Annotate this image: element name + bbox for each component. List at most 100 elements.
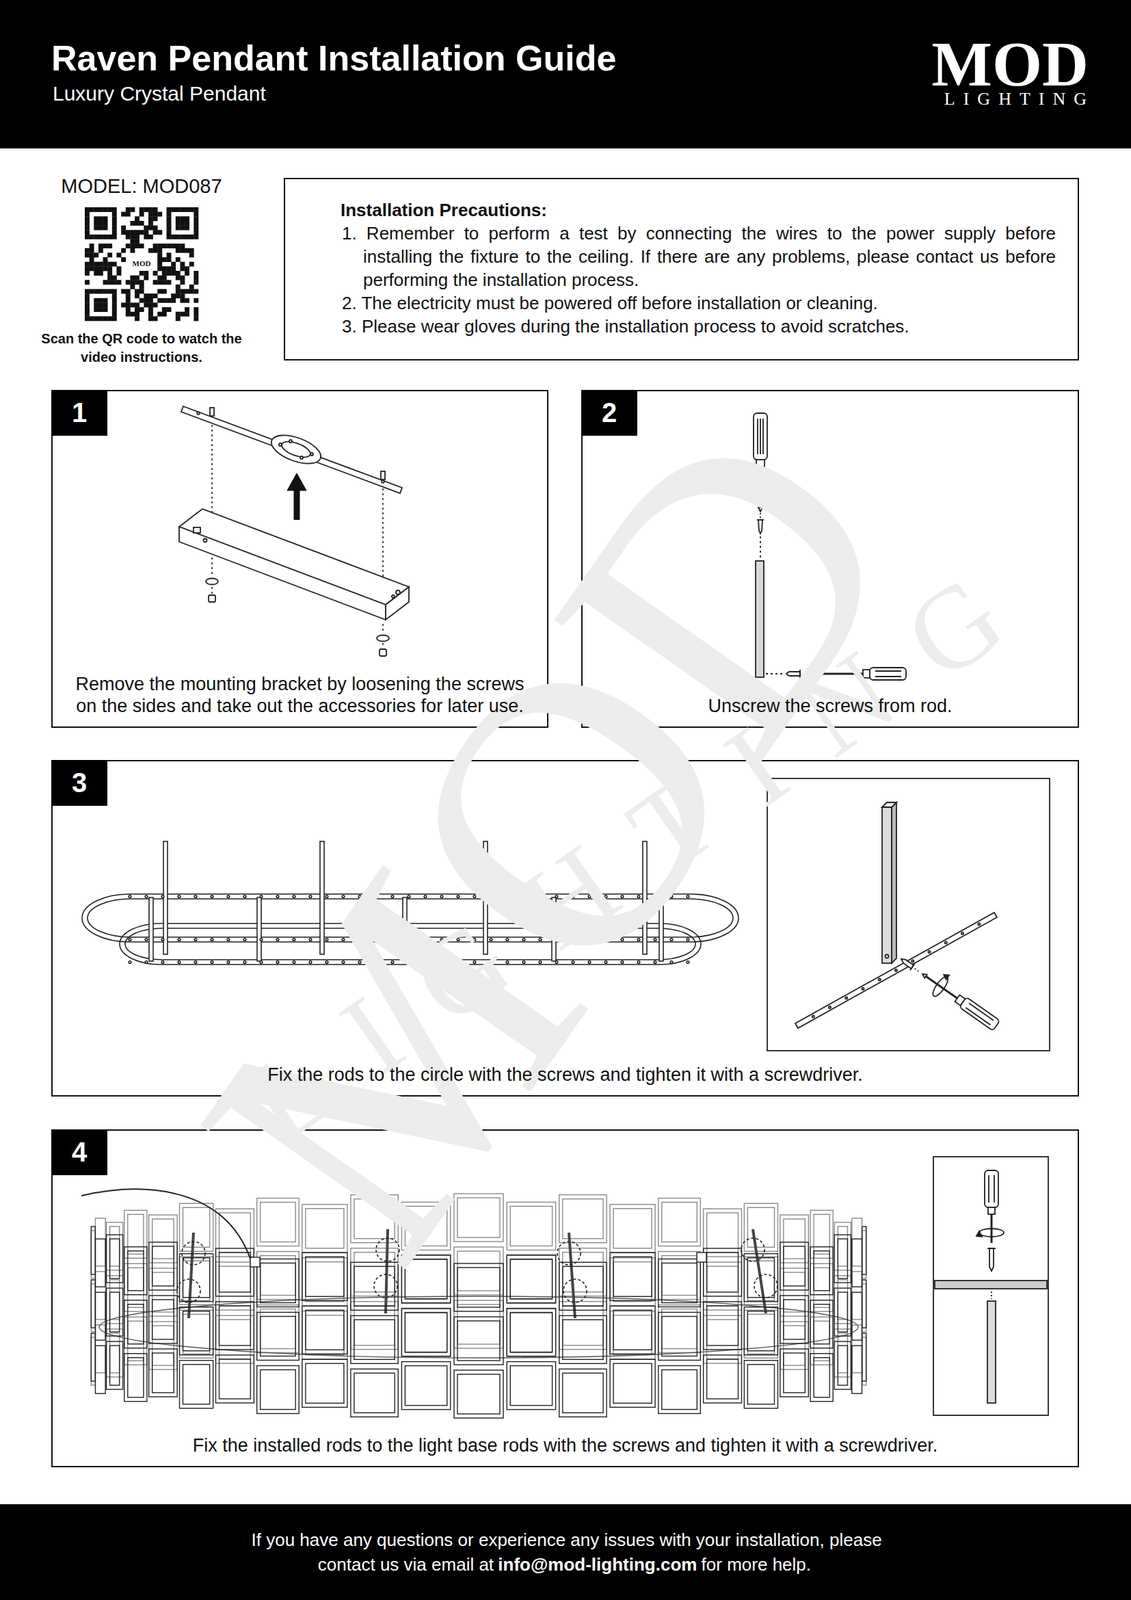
crystal-panel	[747, 1310, 775, 1351]
crystal-panel	[152, 1325, 175, 1365]
qr-code	[112, 211, 117, 217]
step-number-badge: 3	[51, 759, 108, 806]
step-caption: Fix the rods to the circle with the scre…	[63, 1063, 1067, 1086]
qr-code	[107, 265, 113, 271]
qr-code	[103, 225, 109, 231]
crystal-panel	[110, 1332, 120, 1373]
crystal-panel	[260, 1262, 297, 1302]
qr-code	[93, 261, 99, 267]
qr-code	[89, 234, 95, 240]
qr-code	[153, 211, 158, 217]
leader-dotted-line	[211, 586, 213, 594]
qr-code	[170, 234, 176, 240]
qr-code	[153, 302, 158, 308]
crystal-panel	[183, 1257, 210, 1298]
mounting-bracket-illustration	[278, 443, 282, 446]
qr-code	[112, 298, 117, 303]
qr-code	[166, 265, 172, 271]
strip-hole	[845, 996, 848, 999]
crystal-panel	[810, 1353, 833, 1402]
crystal-panel	[179, 1309, 214, 1358]
qr-code	[84, 248, 90, 254]
crystal-panel	[127, 1267, 144, 1307]
qr-code	[98, 207, 104, 212]
qr-code	[189, 234, 195, 240]
precautions-heading: Installation Precautions:	[285, 198, 1056, 222]
qr-code	[148, 307, 154, 312]
crystal-panel	[127, 1304, 144, 1344]
qr-code	[139, 220, 145, 226]
qr-code	[193, 311, 199, 317]
qr-code	[84, 307, 90, 312]
crystal-panel	[95, 1291, 106, 1340]
crystal-panel	[810, 1246, 833, 1295]
crystal-panel	[783, 1218, 806, 1259]
crystal-panel	[837, 1238, 848, 1279]
crystal-panel	[90, 1230, 96, 1279]
qr-code	[184, 311, 190, 317]
qr-code	[107, 279, 113, 285]
footer-text-block: If you have any questions or experience …	[227, 1526, 904, 1577]
base-rod	[568, 1232, 576, 1318]
crystal-panel	[90, 1332, 96, 1381]
qr-code	[98, 220, 104, 226]
crystal-panel	[110, 1279, 120, 1320]
crystal-panel	[852, 1217, 863, 1266]
qr-code	[170, 265, 176, 271]
qr-code	[153, 315, 158, 321]
crystal-panel	[454, 1316, 504, 1365]
crystal-panel	[743, 1309, 778, 1358]
qr-code	[170, 298, 176, 303]
qr-code	[157, 261, 163, 267]
qr-code	[189, 248, 195, 254]
qr-code	[134, 315, 140, 321]
precaution-item: 1. Remember to perform a test by connect…	[341, 221, 1056, 292]
rod	[882, 806, 892, 963]
screw	[380, 471, 385, 480]
qr-code	[129, 220, 135, 226]
qr-code	[139, 289, 145, 295]
qr-code	[112, 229, 117, 235]
qr-code	[125, 307, 131, 312]
qr-code	[162, 279, 167, 285]
ring-frame-illustration	[194, 938, 197, 941]
crystal-panel	[506, 1361, 556, 1410]
detail-circle	[741, 1237, 765, 1261]
qr-code	[148, 211, 154, 217]
qr-code	[84, 207, 199, 321]
qr-code	[93, 270, 99, 276]
crystal-panel	[106, 1234, 124, 1283]
crystal-panel	[95, 1271, 106, 1320]
crystal-panel	[216, 1314, 255, 1363]
screwdriver	[914, 968, 921, 973]
qr-code	[129, 284, 135, 290]
qr-code	[134, 279, 140, 285]
qr-code	[84, 252, 90, 258]
qr-code	[89, 261, 95, 267]
leader-dotted-line	[211, 557, 213, 576]
detail-frame	[767, 778, 1050, 1051]
qr-code	[84, 311, 90, 317]
qr-code	[157, 248, 163, 254]
crystal-panel	[613, 1208, 652, 1248]
crystal-panel	[658, 1198, 701, 1246]
crystal-panel	[401, 1308, 450, 1356]
qr-code	[84, 279, 90, 285]
crystal-panel	[354, 1372, 395, 1413]
strip-hole	[945, 940, 948, 943]
crystal-panel	[783, 1271, 806, 1312]
mounting-bracket-illustration	[279, 438, 313, 461]
qr-code	[93, 234, 99, 240]
crystal-panel	[90, 1226, 96, 1274]
logo-tagline: LIGHTING	[944, 90, 1095, 109]
crystal-panel	[707, 1305, 739, 1346]
crystal-panel	[260, 1308, 297, 1349]
rod-fixing-detail	[882, 802, 897, 807]
qr-code	[157, 279, 163, 285]
crystal-panel	[110, 1226, 120, 1266]
crystal-panel	[783, 1245, 806, 1286]
crystal-panel	[127, 1213, 144, 1254]
crystal-panel	[110, 1345, 120, 1385]
qr-code	[125, 229, 131, 235]
crystal-panel	[862, 1283, 867, 1332]
